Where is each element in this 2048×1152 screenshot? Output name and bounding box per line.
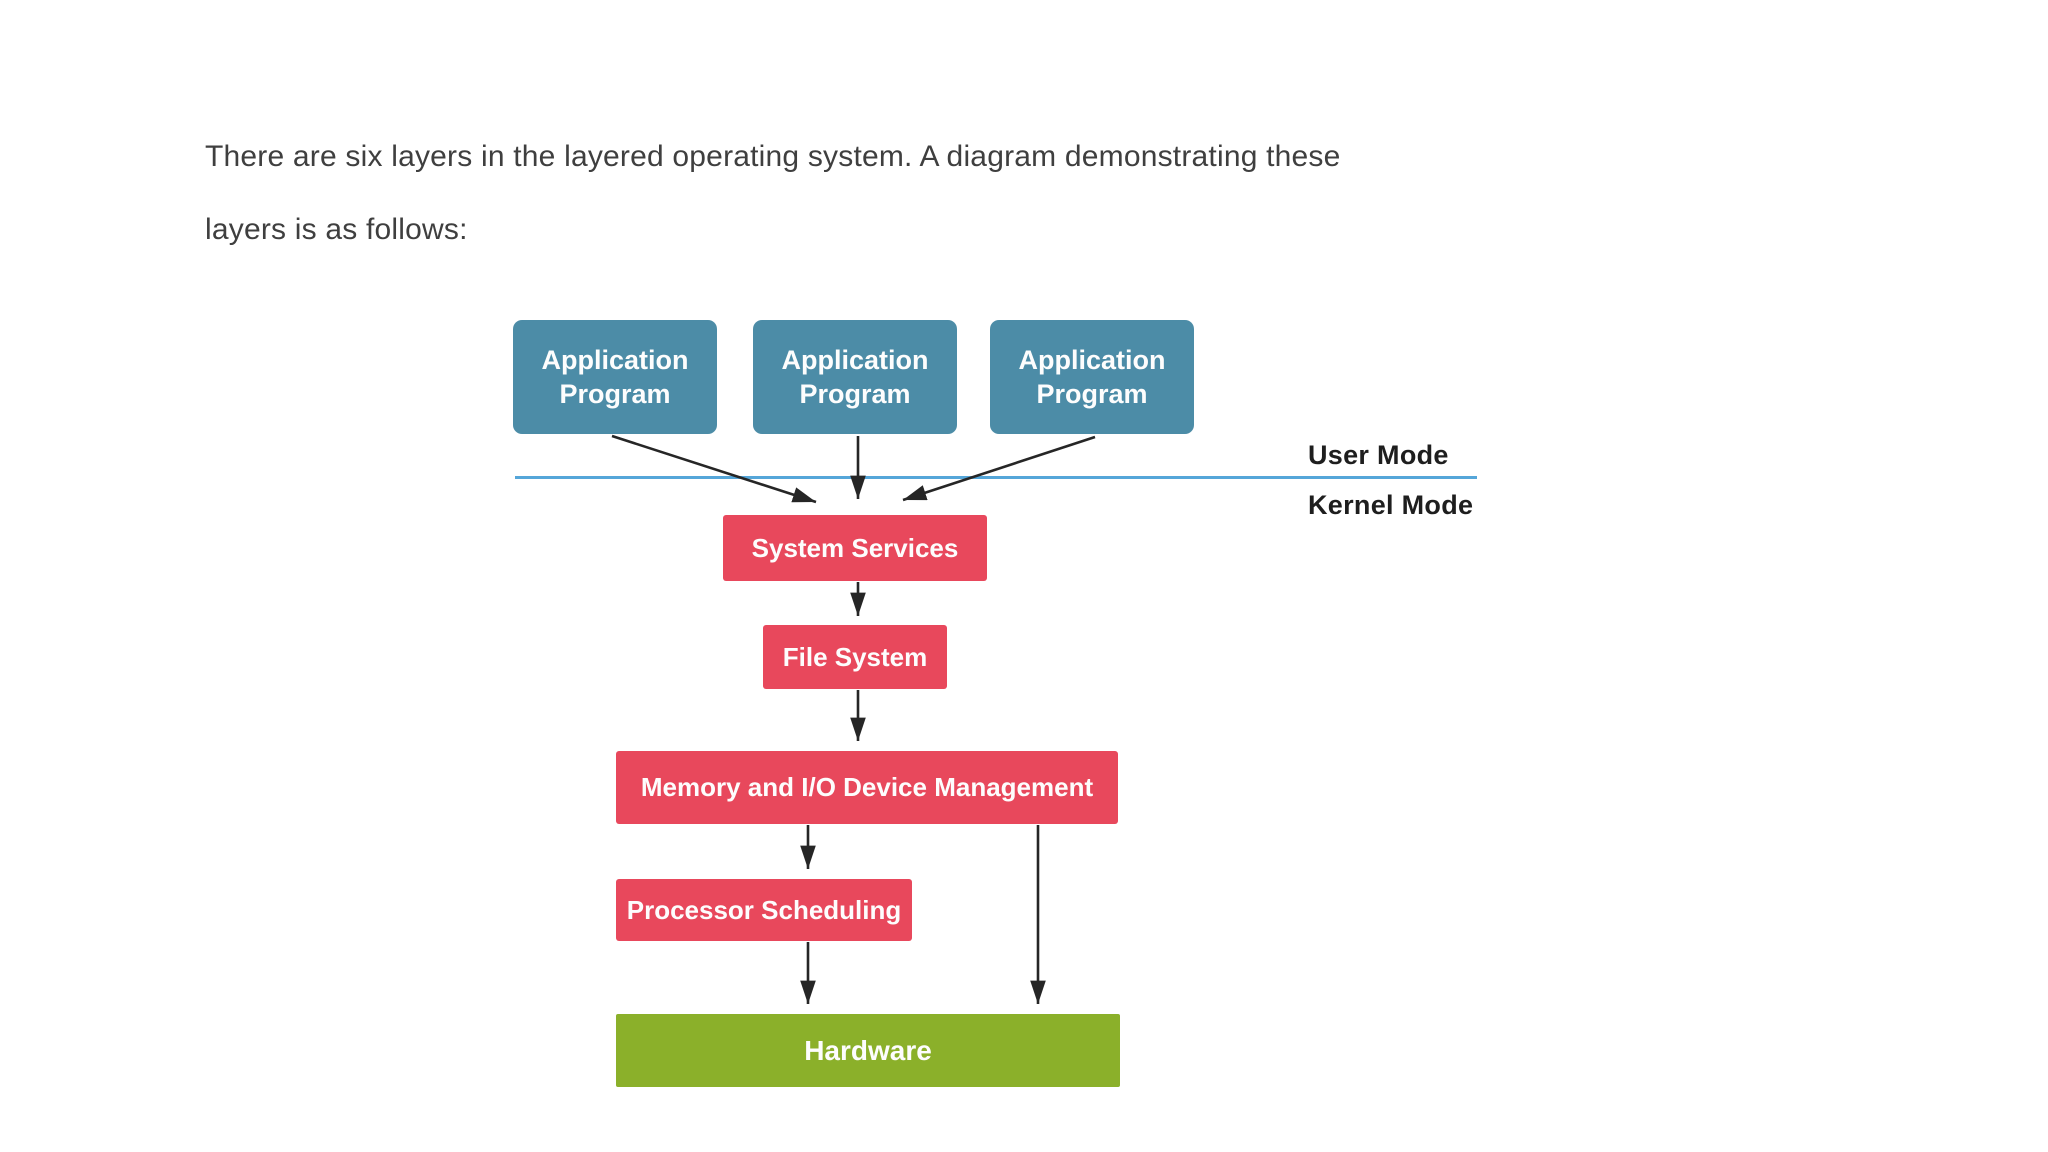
intro-paragraph-line2: layers is as follows: [205,213,468,246]
system-services-label: System Services [751,532,959,563]
application-program-box-3: Application Program [990,320,1194,434]
application-program-box-2: Application Program [753,320,957,434]
kernel-mode-label: Kernel Mode [1308,490,1474,520]
application-program-box-1: Application Program [513,320,717,434]
file-system-box: File System [763,625,947,689]
intro-paragraph: There are six layers in the layered oper… [205,120,1605,266]
user-mode-label: User Mode [1308,440,1449,470]
memory-io-management-label: Memory and I/O Device Management [640,772,1094,802]
processor-scheduling-label: Processor Scheduling [626,894,902,925]
memory-io-management-box: Memory and I/O Device Management [616,751,1118,824]
arrow-app1-to-system-services [611,434,817,504]
application-program-label: Application Program [541,345,689,409]
processor-scheduling-box: Processor Scheduling [616,879,912,941]
system-services-box: System Services [723,515,987,581]
arrow-app3-to-system-services [902,435,1096,502]
hardware-box: Hardware [616,1014,1120,1087]
user-kernel-mode-separator-line [515,476,1477,479]
application-program-label: Application Program [781,345,929,409]
application-program-label: Application Program [1018,345,1166,409]
hardware-label: Hardware [804,1034,932,1066]
file-system-label: File System [782,641,928,672]
intro-paragraph-line1: There are six layers in the layered oper… [205,140,1341,173]
